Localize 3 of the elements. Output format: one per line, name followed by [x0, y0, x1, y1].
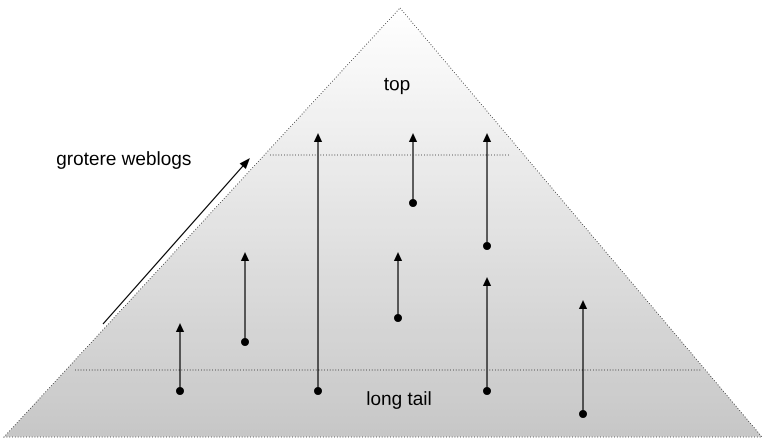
label: grotere weblogs: [57, 151, 191, 169]
label: top: [384, 78, 410, 94]
label: long tail: [368, 391, 430, 409]
